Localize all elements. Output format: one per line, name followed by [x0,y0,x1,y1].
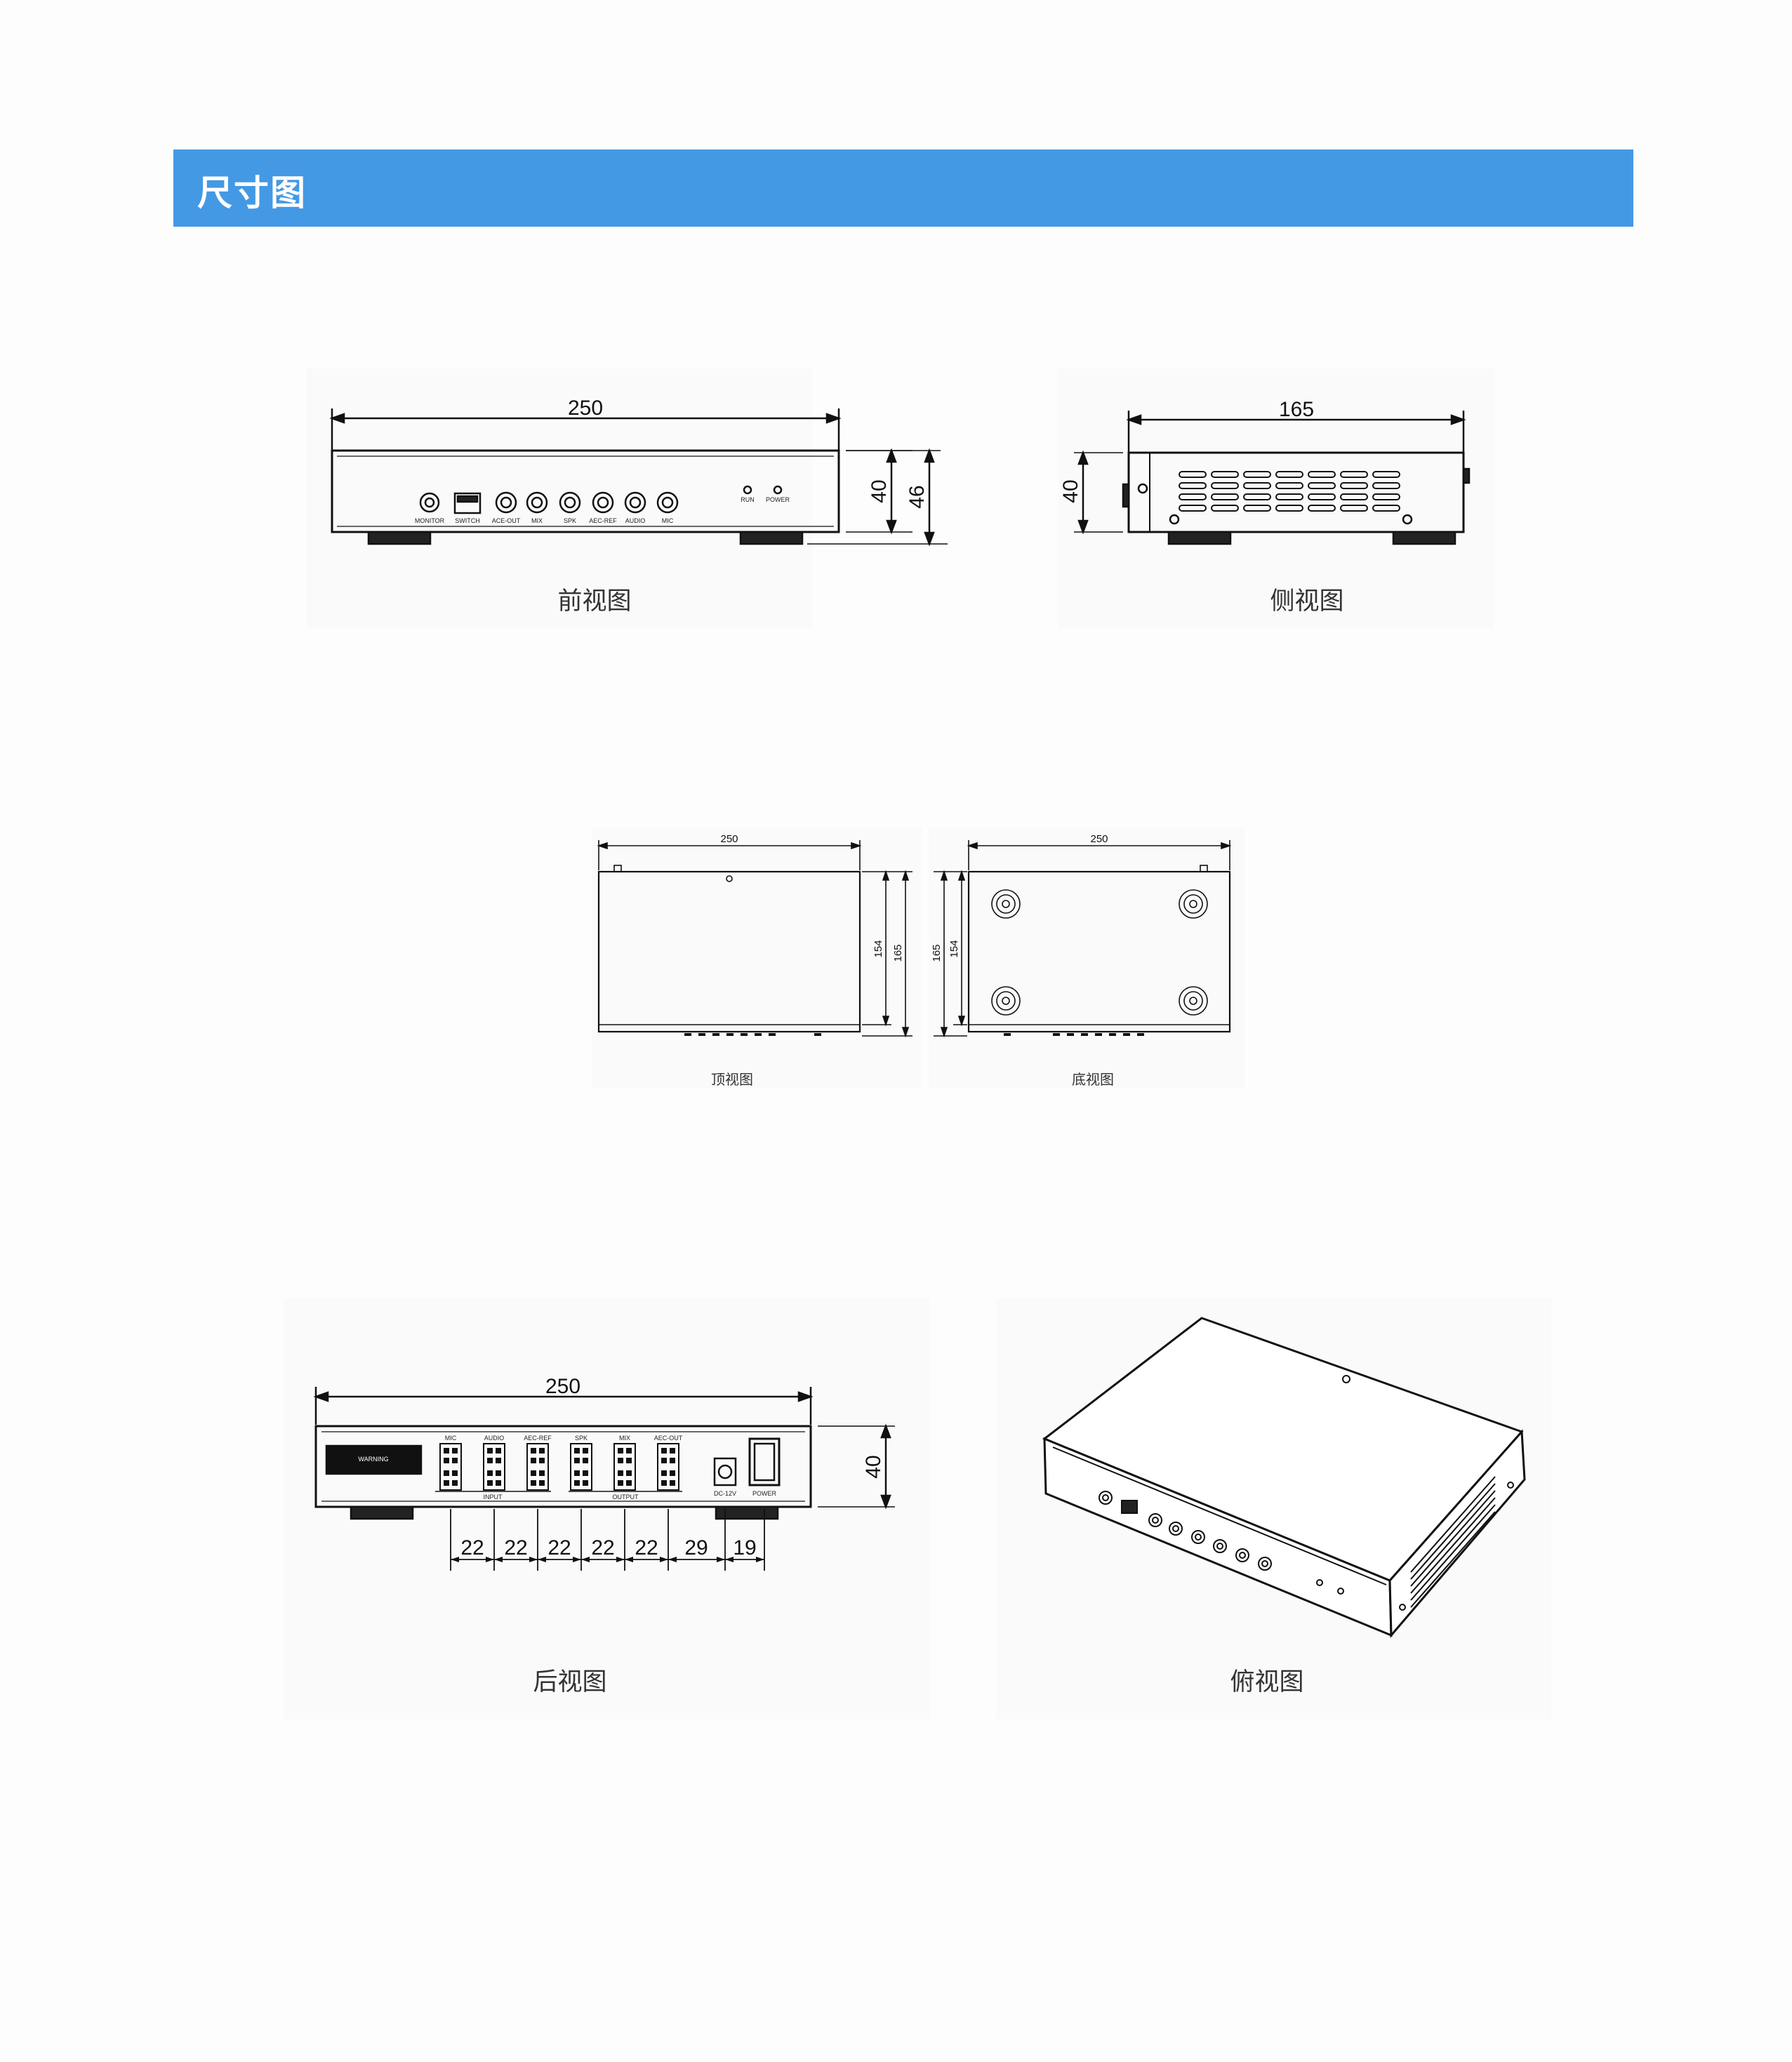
section-header: 尺寸图 [173,149,1633,227]
section-title: 尺寸图 [197,173,307,213]
bottom-view-panel [929,828,1245,1088]
rear-view-caption: 后视图 [533,1668,607,1696]
perspective-view-caption: 俯视图 [1230,1668,1304,1696]
front-view-caption: 前视图 [557,587,632,616]
front-total-height-dim: 46 [905,485,929,508]
bottom-view-caption: 底视图 [1072,1071,1114,1088]
top-view-caption: 顶视图 [711,1071,753,1088]
front-height-dim: 40 [868,479,891,503]
side-view-caption: 侧视图 [1270,587,1344,616]
perspective-view-panel [997,1298,1551,1720]
top-view-panel [592,828,922,1088]
rear-view-panel [284,1298,930,1720]
